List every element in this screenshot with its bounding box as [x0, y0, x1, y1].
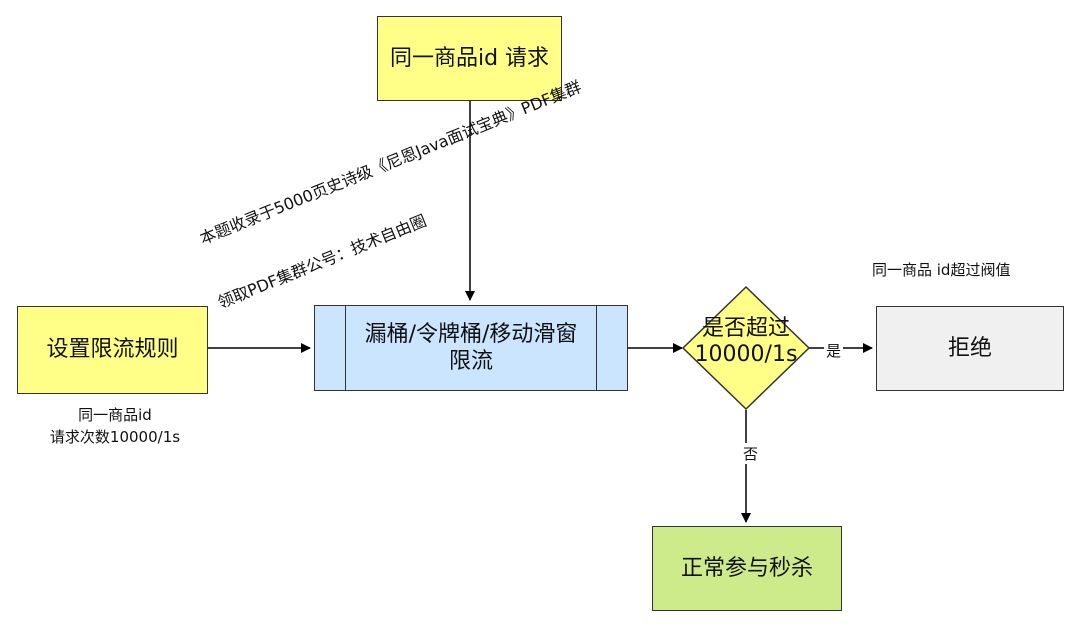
- rule-node: 设置限流规则: [17, 306, 208, 394]
- limiter-node-label: 漏桶/令牌桶/移动滑窗 限流: [365, 321, 578, 376]
- reject-node-label: 拒绝: [947, 335, 992, 361]
- rule-caption: 同一商品id 请求次数10000/1s: [40, 405, 190, 449]
- limiter-left-bar: [345, 306, 346, 390]
- edge-label-yes: 是: [824, 340, 844, 361]
- pass-node: 正常参与秒杀: [652, 526, 842, 611]
- rule-node-label: 设置限流规则: [46, 337, 179, 363]
- reject-node: 拒绝: [876, 306, 1064, 391]
- reject-caption: 同一商品 id超过阀值: [872, 261, 1011, 279]
- limiter-node-line1: 漏桶/令牌桶/移动滑窗: [364, 321, 578, 347]
- decision-label-line1: 是否超过: [701, 316, 790, 341]
- request-node-label: 同一商品id 请求: [389, 45, 550, 71]
- decision-label-line2: 10000/1s: [694, 342, 798, 368]
- decision-label: 是否超过 10000/1s: [676, 316, 816, 369]
- rule-caption-line2: 请求次数10000/1s: [49, 427, 181, 446]
- limiter-node: 漏桶/令牌桶/移动滑窗 限流: [314, 305, 628, 391]
- limiter-node-line2: 限流: [448, 349, 493, 374]
- edge-label-no: 否: [741, 443, 761, 464]
- limiter-right-bar: [596, 306, 597, 390]
- request-node: 同一商品id 请求: [377, 16, 562, 101]
- pass-node-label: 正常参与秒杀: [680, 555, 813, 581]
- rule-caption-line1: 同一商品id: [78, 406, 152, 424]
- decision-diamond: [681, 285, 811, 411]
